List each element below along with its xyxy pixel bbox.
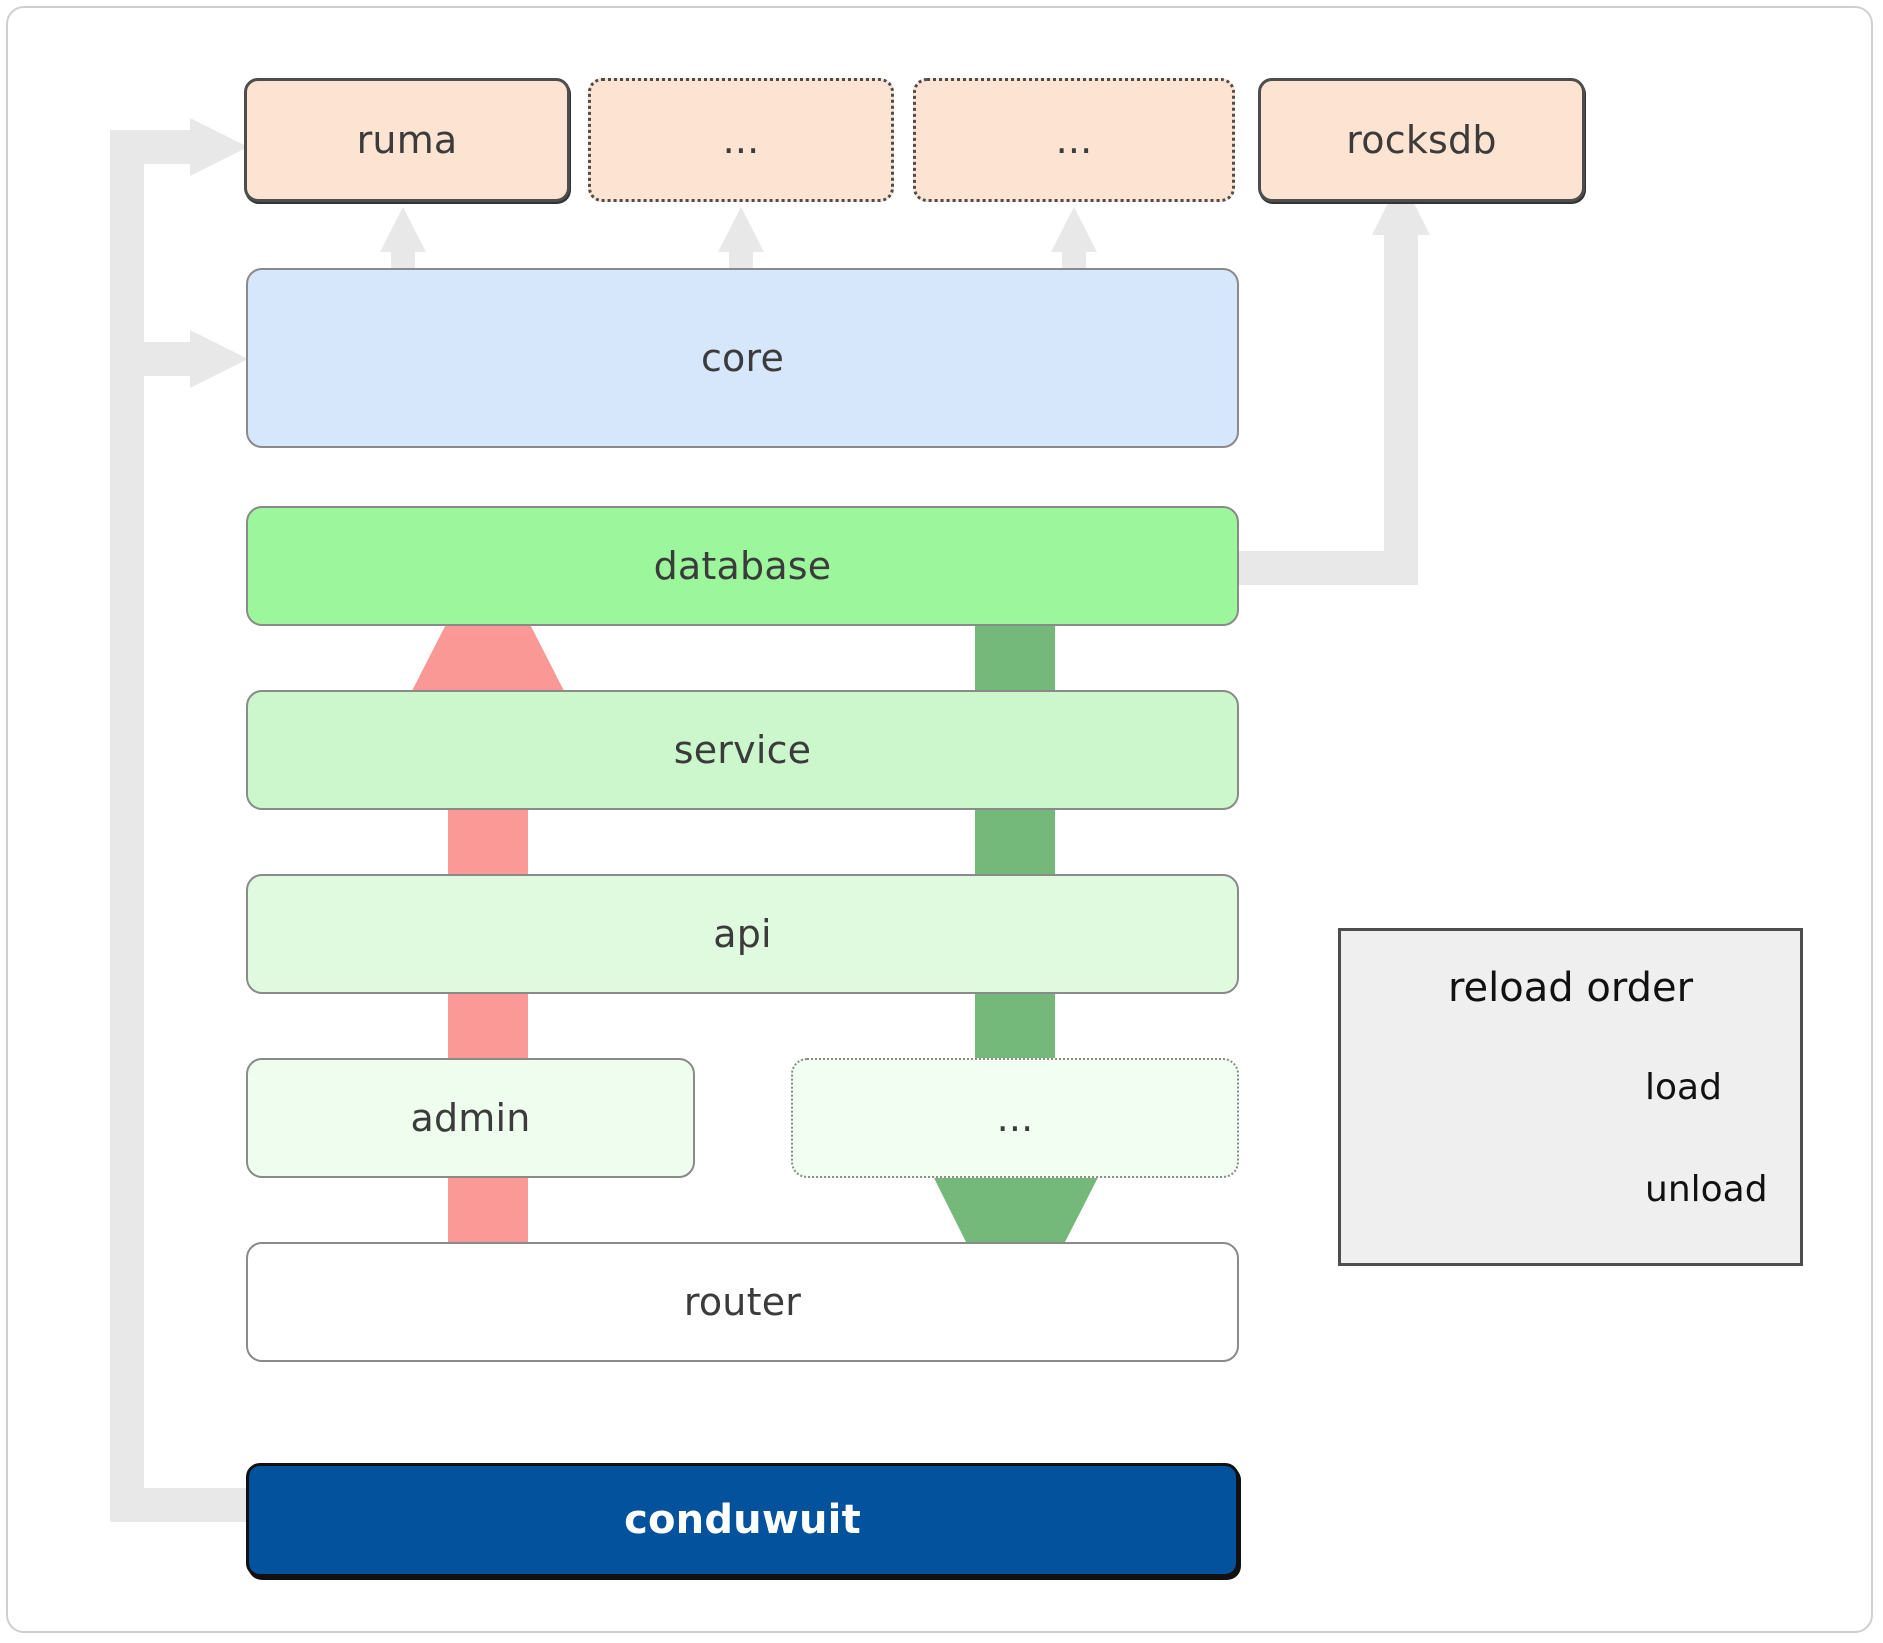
legend-title: reload order [1447,965,1694,1011]
layer-label-admin: admin [410,1096,531,1140]
layer-box-service[interactable]: service [246,690,1239,810]
layer-label-router: router [683,1280,802,1324]
dependency-label-ruma: ruma [356,118,458,162]
dependency-box-ruma[interactable]: ruma [244,78,570,202]
legend-entry-label-unload: unload [1645,1169,1768,1210]
diagram-frame [6,6,1873,1633]
layer-label-api: api [713,912,772,956]
core-label: core [700,336,785,380]
layer-label-service: service [673,728,812,772]
layer-box-ellipsis[interactable]: ... [791,1058,1239,1178]
dependency-label-ellipsis-1: ... [722,118,760,162]
binary-box-conduwuit[interactable]: conduwuit [246,1463,1239,1577]
legend-panel: reload order [1338,928,1803,1266]
dependency-box-ellipsis-1[interactable]: ... [588,78,894,202]
layer-label-ellipsis: ... [996,1096,1034,1140]
binary-label-conduwuit: conduwuit [624,1497,861,1543]
dependency-box-ellipsis-2[interactable]: ... [913,78,1235,202]
layer-box-api[interactable]: api [246,874,1239,994]
core-box[interactable]: core [246,268,1239,448]
dependency-label-rocksdb: rocksdb [1346,118,1497,162]
layer-label-database: database [653,544,832,588]
dependency-label-ellipsis-2: ... [1055,118,1093,162]
layer-box-router[interactable]: router [246,1242,1239,1362]
layer-box-admin[interactable]: admin [246,1058,695,1178]
dependency-box-rocksdb[interactable]: rocksdb [1258,78,1585,202]
layer-box-database[interactable]: database [246,506,1239,626]
legend-entry-label-load: load [1645,1067,1722,1108]
